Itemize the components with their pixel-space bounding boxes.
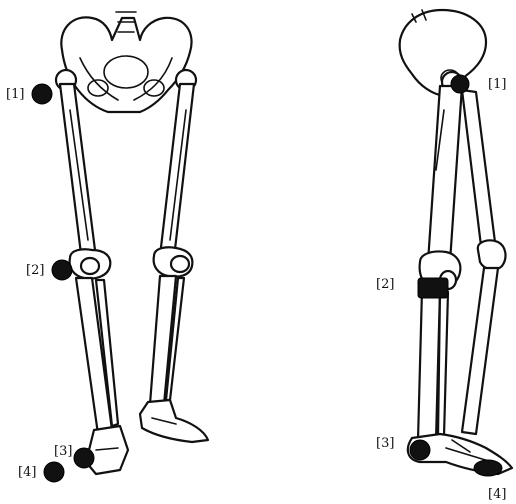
front-marker-1 (32, 84, 52, 104)
side-marker-4 (474, 460, 502, 476)
front-label-3: [3] (54, 444, 72, 459)
side-shin (418, 290, 448, 440)
front-pelvis (61, 12, 191, 112)
front-left-foot (86, 426, 128, 474)
front-marker-3 (74, 448, 94, 468)
front-right-femur (160, 70, 196, 258)
front-label-4: [4] (18, 465, 36, 480)
side-label-3: [3] (376, 436, 394, 451)
side-label-2: [2] (376, 277, 394, 292)
front-label-2: [2] (26, 263, 44, 278)
side-femur (428, 72, 462, 262)
front-marker-2 (52, 260, 72, 280)
side-back-leg (462, 90, 505, 434)
front-left-shin (76, 278, 118, 434)
side-marker-3 (410, 440, 430, 460)
front-right-shin (150, 276, 184, 404)
front-label-1: [1] (6, 87, 24, 102)
side-label-1: [1] (488, 77, 506, 92)
side-view: [1] [2] [3] [4] (376, 10, 512, 502)
side-marker-1 (451, 75, 469, 93)
side-label-4: [4] (488, 487, 506, 502)
side-marker-2 (418, 278, 448, 298)
front-marker-4 (44, 462, 64, 482)
front-view: [1] [2] [3] [4] (6, 12, 208, 482)
front-right-knee (154, 247, 193, 276)
front-right-foot (140, 400, 208, 442)
front-left-knee (70, 249, 111, 278)
